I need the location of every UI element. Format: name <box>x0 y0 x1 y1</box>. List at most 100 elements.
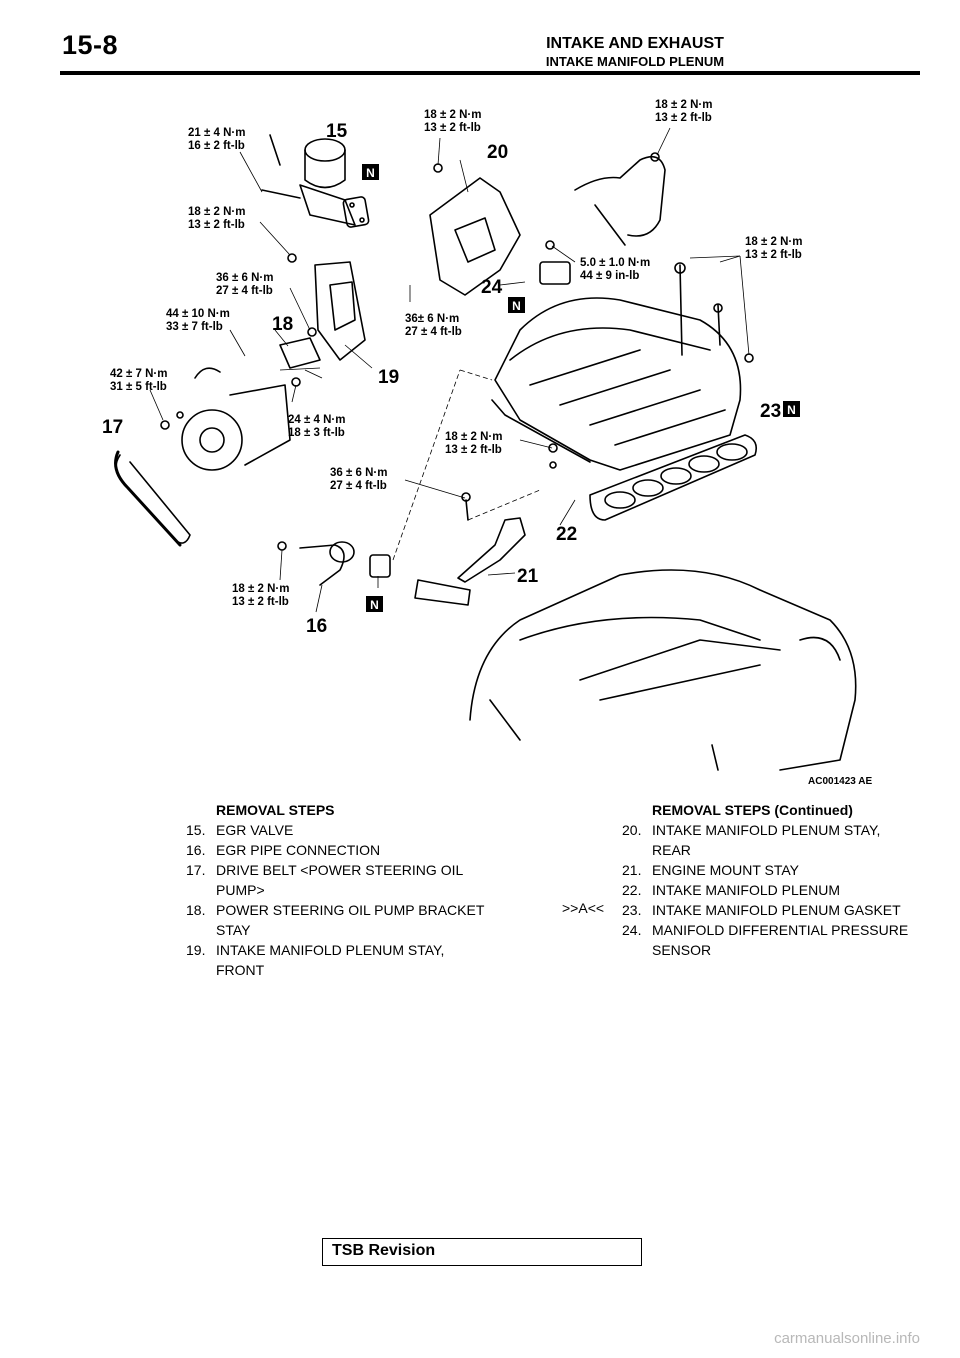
svg-text:5.0 ± 1.0 N·m: 5.0 ± 1.0 N·m <box>580 257 650 269</box>
svg-text:18 ± 2 N·m: 18 ± 2 N·m <box>655 99 712 111</box>
svg-text:44 ± 10 N·m: 44 ± 10 N·m <box>166 308 230 320</box>
svg-text:18 ± 2 N·m: 18 ± 2 N·m <box>188 206 245 218</box>
torque-label-24: 24 ± 4 N·m 18 ± 3 ft-lb <box>288 414 345 439</box>
svg-text:18 ± 2 N·m: 18 ± 2 N·m <box>424 109 481 121</box>
tsb-revision-label: TSB Revision <box>332 1242 436 1259</box>
callout-20: 20 <box>487 142 508 163</box>
callout-18: 18 <box>272 314 293 335</box>
watermark: carmanualsonline.info <box>774 1330 920 1347</box>
callout-19: 19 <box>378 367 399 388</box>
callout-21: 21 <box>517 566 539 587</box>
step-number: 17. <box>186 862 206 878</box>
torque-label-18e: 18 ± 2 N·m 13 ± 2 ft-lb <box>445 431 502 456</box>
svg-text:36 ± 6 N·m: 36 ± 6 N·m <box>216 272 273 284</box>
page-number: 15-8 <box>62 30 119 60</box>
step-number: 21. <box>622 862 642 878</box>
svg-text:13 ± 2 ft-lb: 13 ± 2 ft-lb <box>188 219 245 231</box>
svg-text:33 ± 7 ft-lb: 33 ± 7 ft-lb <box>166 321 223 333</box>
svg-text:13 ± 2 ft-lb: 13 ± 2 ft-lb <box>655 112 712 124</box>
svg-text:42 ± 7 N·m: 42 ± 7 N·m <box>110 368 167 380</box>
step-text: EGR VALVE <box>216 822 294 838</box>
step-number: 15. <box>186 822 206 838</box>
removal-steps-continued-heading: REMOVAL STEPS (Continued) <box>652 802 853 818</box>
step-number: 19. <box>186 942 206 958</box>
callout-23: 23 <box>760 401 781 422</box>
step-item: 16. EGR PIPE CONNECTION <box>186 840 486 860</box>
step-number: 18. <box>186 902 206 918</box>
svg-text:18 ± 2 N·m: 18 ± 2 N·m <box>745 236 802 248</box>
removal-steps-left: REMOVAL STEPS 15. EGR VALVE 16. EGR PIPE… <box>186 800 486 980</box>
step-item: 18. POWER STEERING OIL PUMP BRACKET STAY <box>186 900 486 940</box>
step-text: INTAKE MANIFOLD PLENUM GASKET <box>652 902 901 918</box>
step-text: EGR PIPE CONNECTION <box>216 842 381 858</box>
gasket-drawing <box>589 434 758 521</box>
svg-text:N: N <box>366 166 375 180</box>
svg-text:16 ± 2 ft-lb: 16 ± 2 ft-lb <box>188 140 245 152</box>
figure-id: AC001423 AE <box>808 776 872 787</box>
torque-label-21: 21 ± 4 N·m 16 ± 2 ft-lb <box>188 127 245 152</box>
step-number: 24. <box>622 922 642 938</box>
svg-text:18 ± 2 N·m: 18 ± 2 N·m <box>232 583 289 595</box>
callout-16: 16 <box>306 616 327 637</box>
step-item: 24. MANIFOLD DIFFERENTIAL PRESSURE SENSO… <box>622 920 922 960</box>
torque-label-18f: 18 ± 2 N·m 13 ± 2 ft-lb <box>232 583 289 608</box>
step-text: MANIFOLD DIFFERENTIAL PRESSURE SENSOR <box>652 922 909 958</box>
svg-text:27 ± 4 ft-lb: 27 ± 4 ft-lb <box>330 480 387 492</box>
callout-24: 24 <box>481 277 503 298</box>
torque-label-18d: 18 ± 2 N·m 13 ± 2 ft-lb <box>745 236 802 261</box>
bracket-stay-drawing <box>279 253 366 387</box>
removal-reference-mark: >>A<< <box>562 900 605 916</box>
svg-text:44 ± 9 in-lb: 44 ± 9 in-lb <box>580 270 639 282</box>
rear-stay-drawing <box>429 163 521 296</box>
step-item: 19. INTAKE MANIFOLD PLENUM STAY, FRONT <box>186 940 486 980</box>
n-tag-4: N <box>366 596 383 612</box>
power-steering-pump-drawing <box>115 367 291 544</box>
step-item: 17. DRIVE BELT <POWER STEERING OIL PUMP> <box>186 860 486 900</box>
step-item: 23. INTAKE MANIFOLD PLENUM GASKET <box>622 900 922 920</box>
svg-text:36± 6 N·m: 36± 6 N·m <box>405 313 459 325</box>
callout-15: 15 <box>326 121 348 142</box>
svg-text:N: N <box>370 598 379 612</box>
callout-17: 17 <box>102 417 123 438</box>
step-item: 22. INTAKE MANIFOLD PLENUM <box>622 880 922 900</box>
svg-text:24 ± 4 N·m: 24 ± 4 N·m <box>288 414 345 426</box>
svg-text:36 ± 6 N·m: 36 ± 6 N·m <box>330 467 387 479</box>
torque-label-36c: 36 ± 6 N·m 27 ± 4 ft-lb <box>330 467 387 492</box>
svg-text:13 ± 2 ft-lb: 13 ± 2 ft-lb <box>424 122 481 134</box>
egr-pipe-drawing <box>277 541 471 606</box>
torque-label-5: 5.0 ± 1.0 N·m 44 ± 9 in-lb <box>580 257 650 282</box>
subsection-title: INTAKE MANIFOLD PLENUM <box>545 54 725 69</box>
svg-text:21 ± 4 N·m: 21 ± 4 N·m <box>188 127 245 139</box>
svg-text:27 ± 4 ft-lb: 27 ± 4 ft-lb <box>216 285 273 297</box>
step-item: 21. ENGINE MOUNT STAY <box>622 860 922 880</box>
step-number: 23. <box>622 902 642 918</box>
svg-text:13 ± 2 ft-lb: 13 ± 2 ft-lb <box>745 249 802 261</box>
svg-text:27 ± 4 ft-lb: 27 ± 4 ft-lb <box>405 326 462 338</box>
step-number: 20. <box>622 822 642 838</box>
header-rule <box>60 71 920 75</box>
svg-text:N: N <box>512 299 521 313</box>
exploded-view-diagram: N N N N 21 ± 4 N·m 16 ± 2 ft-lb 18 ± 2 N… <box>102 99 872 787</box>
n-tag-3: N <box>783 401 800 417</box>
removal-steps-right: REMOVAL STEPS (Continued) 20. INTAKE MAN… <box>622 800 922 960</box>
pipe-drawing <box>574 152 666 246</box>
removal-steps-heading: REMOVAL STEPS <box>216 802 335 818</box>
svg-text:13 ± 2 ft-lb: 13 ± 2 ft-lb <box>445 444 502 456</box>
pressure-sensor-drawing <box>539 240 571 285</box>
svg-text:18 ± 3 ft-lb: 18 ± 3 ft-lb <box>288 427 345 439</box>
svg-text:13 ± 2 ft-lb: 13 ± 2 ft-lb <box>232 596 289 608</box>
step-number: 16. <box>186 842 206 858</box>
callout-22: 22 <box>556 524 577 545</box>
tsb-revision-box <box>322 1238 642 1266</box>
n-tag-1: N <box>362 164 379 180</box>
torque-label-36a: 36 ± 6 N·m 27 ± 4 ft-lb <box>216 272 273 297</box>
torque-label-18c: 18 ± 2 N·m 13 ± 2 ft-lb <box>655 99 712 124</box>
n-tag-2: N <box>508 297 525 313</box>
step-item: 15. EGR VALVE <box>186 820 486 840</box>
step-text: INTAKE MANIFOLD PLENUM STAY, FRONT <box>216 942 445 978</box>
engine-mount-stay-drawing <box>457 492 526 583</box>
step-text: DRIVE BELT <POWER STEERING OIL PUMP> <box>216 862 463 898</box>
section-title: INTAKE AND EXHAUST <box>546 35 724 52</box>
svg-text:N: N <box>787 403 796 417</box>
torque-label-42: 42 ± 7 N·m 31 ± 5 ft-lb <box>110 368 167 393</box>
